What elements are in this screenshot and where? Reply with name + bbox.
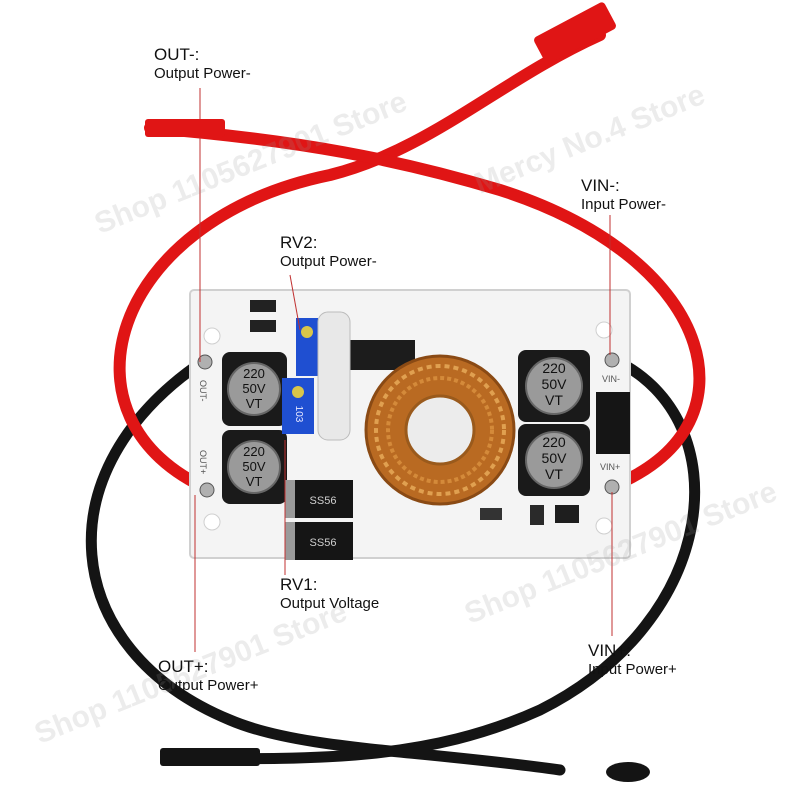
terminal-out-minus [197,354,213,370]
input-diode [596,392,630,454]
silk-vin-minus: VIN- [602,374,620,384]
label-vin-minus: VIN-: Input Power- [581,175,666,215]
capacitor-text: 50V [242,381,265,396]
mounting-hole [595,517,613,535]
diode-bottom: SS56 [285,522,353,560]
capacitor-text: 220 [243,366,265,381]
label-subtitle: Output Power- [154,65,251,83]
label-out-minus: OUT-: Output Power- [154,44,251,84]
black-wire-tip [160,748,260,766]
label-subtitle: Output Power- [280,253,377,271]
capacitor-text: 220 [542,360,566,376]
black-wire-input [174,354,701,765]
black-wire-output [85,354,566,776]
red-wire-input [144,122,706,493]
silk-out-plus: OUT+ [198,450,208,474]
toroidal-inductor [364,354,516,506]
diode-text: SS56 [310,537,337,549]
label-title: RV2: [280,233,318,252]
capacitor-bottom-right: 220 50V VT [518,424,590,496]
capacitor-text: VT [246,474,263,489]
smd-chip [480,508,502,520]
capacitor-bottom-left: 220 50V VT [222,430,287,504]
label-vin-plus: VIN+: Input Power+ [588,640,677,680]
silk-vin-plus: VIN+ [600,462,620,472]
smd-resistor [250,300,276,312]
mounting-hole [203,327,221,345]
diode-text: SS56 [310,495,337,507]
label-subtitle: Input Power+ [588,661,677,679]
red-wire-output [113,29,606,496]
potentiometer-rv2 [296,318,318,376]
label-rv2: RV2: Output Power- [280,232,377,272]
red-wire-tip [534,2,616,64]
smd-chip [555,505,579,523]
label-subtitle: Output Power+ [158,677,259,695]
potentiometer-text: 103 [293,406,304,423]
smd-resistor [250,320,276,332]
label-title: RV1: [280,575,318,594]
capacitor-text: 220 [243,444,265,459]
label-rv1: RV1: Output Voltage [280,574,379,614]
capacitor-text: 50V [242,459,265,474]
capacitor-top-left: 220 50V VT [222,352,287,426]
terminal-vin-minus [604,352,620,368]
capacitor-text: 50V [542,376,568,392]
terminal-vin-plus [604,479,620,495]
capacitor-text: 220 [542,434,566,450]
capacitor-text: 50V [542,450,568,466]
smd-chip [530,505,544,525]
label-title: OUT+: [158,657,209,676]
label-title: VIN-: [581,176,620,195]
label-title: VIN+: [588,641,631,660]
label-title: OUT-: [154,45,200,64]
label-subtitle: Input Power- [581,196,667,214]
red-wire-tip [145,119,225,137]
capacitor-text: VT [545,466,563,482]
leader-rv2 [289,274,301,331]
label-out-plus: OUT+: Output Power+ [158,656,258,696]
black-wire-tip [606,762,650,782]
capacitor-white [317,311,351,441]
capacitor-top-right: 220 50V VT [518,350,590,422]
diode-top: SS56 [285,480,353,518]
mounting-hole [595,321,613,339]
terminal-out-plus [199,482,215,498]
silk-out-minus: OUT- [198,380,208,402]
label-subtitle: Output Voltage [280,595,380,613]
capacitor-text: VT [246,396,263,411]
capacitor-text: VT [545,392,563,408]
potentiometer-rv1: 103 [282,378,314,434]
mounting-hole [203,513,221,531]
